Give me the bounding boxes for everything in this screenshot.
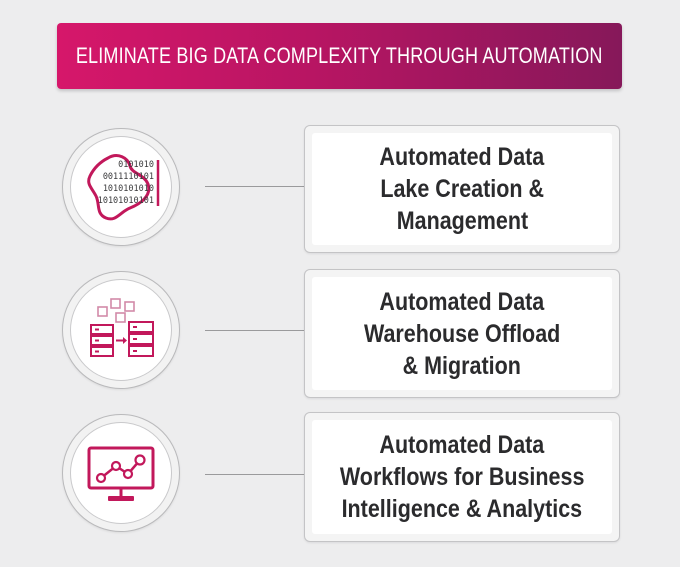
card-line: Workflows for Business <box>339 463 585 491</box>
warehouse-migration-icon <box>90 298 154 357</box>
banner-title: ELIMINATE BIG DATA COMPLEXITY THROUGH AU… <box>76 43 603 68</box>
card-line: Intelligence & Analytics <box>341 495 583 523</box>
card-line: Warehouse Offload <box>363 319 561 348</box>
card-line: Automated Data <box>379 143 545 171</box>
connector-line-3 <box>205 474 304 475</box>
analytics-monitor-icon <box>87 446 155 501</box>
binary-line-4: 10101010101 <box>98 196 154 206</box>
card-line: Management <box>396 207 528 235</box>
icon-circle-warehouse <box>62 271 180 389</box>
card-line: Lake Creation & <box>380 175 544 203</box>
card-line: Automated Data <box>379 287 545 316</box>
connector-line-2 <box>205 330 304 331</box>
feature-card-analytics: Automated Data Workflows for Business In… <box>304 412 620 542</box>
card-line: & Migration <box>402 351 522 380</box>
icon-circle-analytics <box>62 414 180 532</box>
binary-line-2: 0011110101 <box>103 172 154 182</box>
feature-card-warehouse: Automated Data Warehouse Offload & Migra… <box>304 269 620 398</box>
data-lake-icon: 0101010 0011110101 1010101010 1010101010… <box>87 154 160 221</box>
connector-line-1 <box>205 186 304 187</box>
icon-circle-data-lake: 0101010 0011110101 1010101010 1010101010… <box>62 128 180 246</box>
card-line: Automated Data <box>379 431 545 459</box>
binary-line-1: 0101010 <box>118 160 154 170</box>
title-banner: ELIMINATE BIG DATA COMPLEXITY THROUGH AU… <box>57 23 622 89</box>
feature-card-data-lake: Automated Data Lake Creation & Managemen… <box>304 125 620 253</box>
binary-line-3: 1010101010 <box>103 184 154 194</box>
